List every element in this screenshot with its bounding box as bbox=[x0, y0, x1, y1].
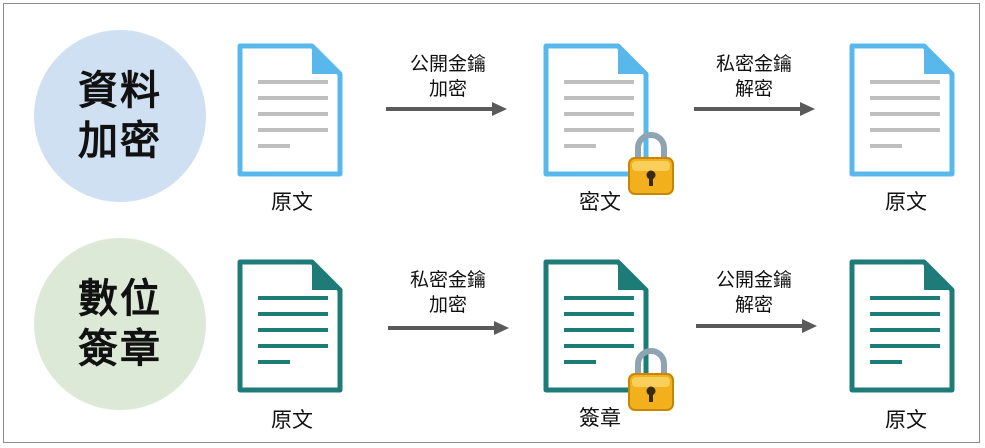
encryption-original-document-icon bbox=[237, 43, 343, 177]
signature-original-document-icon bbox=[237, 259, 343, 393]
signature-signed-label: 簽章 bbox=[579, 406, 621, 430]
encryption-title-circle: 資料 加密 bbox=[34, 30, 206, 202]
encryption-original-label: 原文 bbox=[271, 190, 313, 214]
encryption-step1-line1: 公開金鑰 bbox=[409, 53, 486, 75]
encryption-title-line1: 資料 bbox=[78, 68, 162, 114]
signature-original-label: 原文 bbox=[271, 408, 313, 432]
padlock-icon bbox=[628, 132, 674, 195]
signature-step1-line1: 私密金鑰 bbox=[409, 269, 486, 291]
signature-verified-document-icon bbox=[849, 259, 955, 393]
encryption-step1-label: 公開金鑰 加密 bbox=[378, 52, 518, 102]
encryption-step1-line2: 加密 bbox=[428, 78, 467, 100]
encryption-final-label: 原文 bbox=[885, 190, 927, 214]
encryption-title-line2: 加密 bbox=[78, 118, 162, 164]
right-arrow-icon bbox=[386, 102, 507, 116]
right-arrow-icon bbox=[696, 319, 817, 333]
encryption-step2-line1: 私密金鑰 bbox=[715, 53, 792, 75]
signature-title-line1: 數位 bbox=[78, 276, 162, 322]
encryption-decrypted-document-icon bbox=[849, 43, 955, 177]
right-arrow-icon bbox=[388, 321, 509, 335]
signature-signed-document-icon bbox=[543, 259, 649, 393]
signature-step2-line1: 公開金鑰 bbox=[715, 269, 792, 291]
encryption-ciphertext-document-icon bbox=[543, 43, 649, 177]
padlock-icon bbox=[628, 348, 674, 411]
signature-step2-label: 公開金鑰 解密 bbox=[684, 268, 824, 318]
signature-title-circle: 數位 簽章 bbox=[34, 238, 206, 410]
encryption-step2-label: 私密金鑰 解密 bbox=[684, 52, 824, 102]
signature-step1-line2: 加密 bbox=[428, 294, 467, 316]
signature-step2-line2: 解密 bbox=[734, 294, 773, 316]
right-arrow-icon bbox=[694, 102, 815, 116]
signature-step1-label: 私密金鑰 加密 bbox=[378, 268, 518, 318]
signature-final-label: 原文 bbox=[885, 408, 927, 432]
encryption-step2-line2: 解密 bbox=[734, 78, 773, 100]
encryption-ciphertext-label: 密文 bbox=[579, 190, 621, 214]
signature-title-line2: 簽章 bbox=[78, 326, 162, 372]
